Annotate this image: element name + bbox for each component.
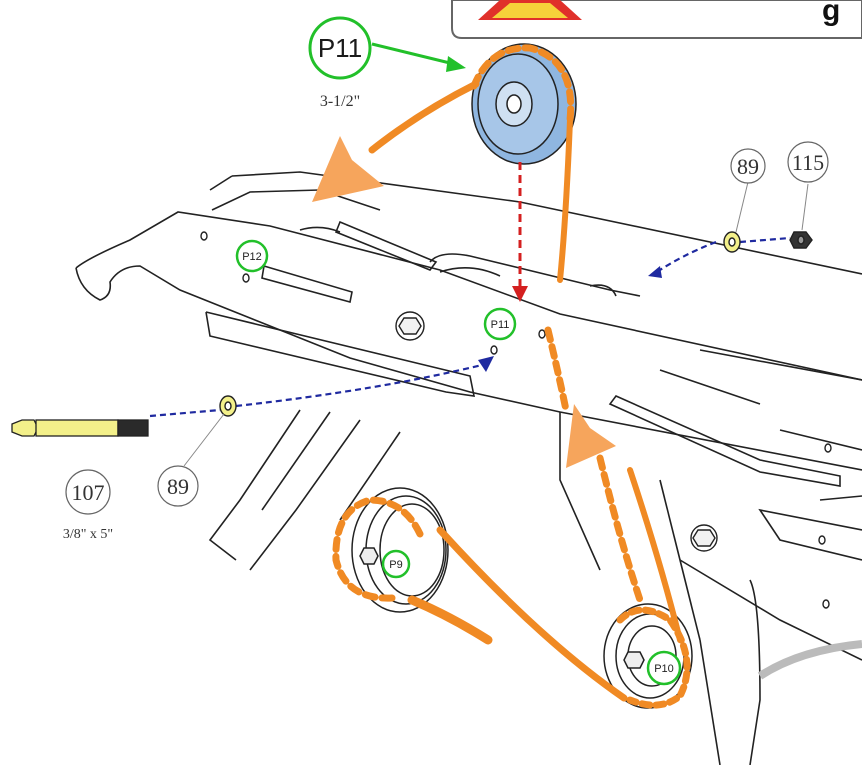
callout-nut-top-text: 115	[792, 150, 824, 175]
leader-lines	[183, 181, 809, 467]
washer-top	[723, 231, 741, 253]
mounting-holes	[200, 231, 832, 609]
callout-washer-left-text: 89	[167, 474, 189, 499]
arm-bolt-heads	[395, 311, 718, 552]
assembly-arrow-washer	[648, 266, 662, 278]
callout-p9-text: P9	[389, 559, 402, 571]
drive-belt	[312, 44, 691, 709]
callout-nut-top: 115	[787, 141, 829, 183]
pulley-p11-top	[471, 43, 577, 165]
bolt-107	[11, 419, 149, 437]
callout-p11-hole-text: P11	[491, 319, 510, 331]
pulley-p9	[351, 487, 449, 613]
belt-direction-arrow-up	[566, 404, 616, 468]
callout-p9: P9	[381, 549, 411, 579]
callout-p11-hole: P11	[483, 307, 517, 341]
callout-bolt-text: 107	[72, 480, 105, 505]
warning-banner: g	[451, 0, 862, 39]
callout-washer-top-text: 89	[737, 154, 759, 179]
callout-bolt: 107 3/8" x 5"	[63, 469, 113, 542]
callout-p11-main: P11 3-1/2"	[308, 16, 466, 110]
callout-p11-label: P11	[318, 33, 362, 63]
belt-direction-arrow-left	[312, 136, 384, 202]
nut-115	[789, 231, 813, 249]
callout-p12-text: P12	[242, 251, 262, 263]
callout-bolt-size: 3/8" x 5"	[63, 527, 113, 542]
red-drop-arrow	[512, 162, 528, 302]
swing-arm	[75, 171, 862, 765]
callout-p12: P12	[235, 239, 269, 273]
callout-p10: P10	[646, 650, 682, 686]
washer-left	[219, 395, 237, 417]
callout-p10-text: P10	[654, 663, 674, 675]
warning-title: g	[822, 0, 840, 27]
callout-washer-left: 89	[157, 465, 199, 507]
callout-p11-size: 3-1/2"	[320, 93, 360, 110]
callout-arrow-icon	[446, 56, 466, 72]
assembly-arrow-bolt	[478, 356, 494, 372]
callout-washer-top: 89	[730, 148, 766, 184]
